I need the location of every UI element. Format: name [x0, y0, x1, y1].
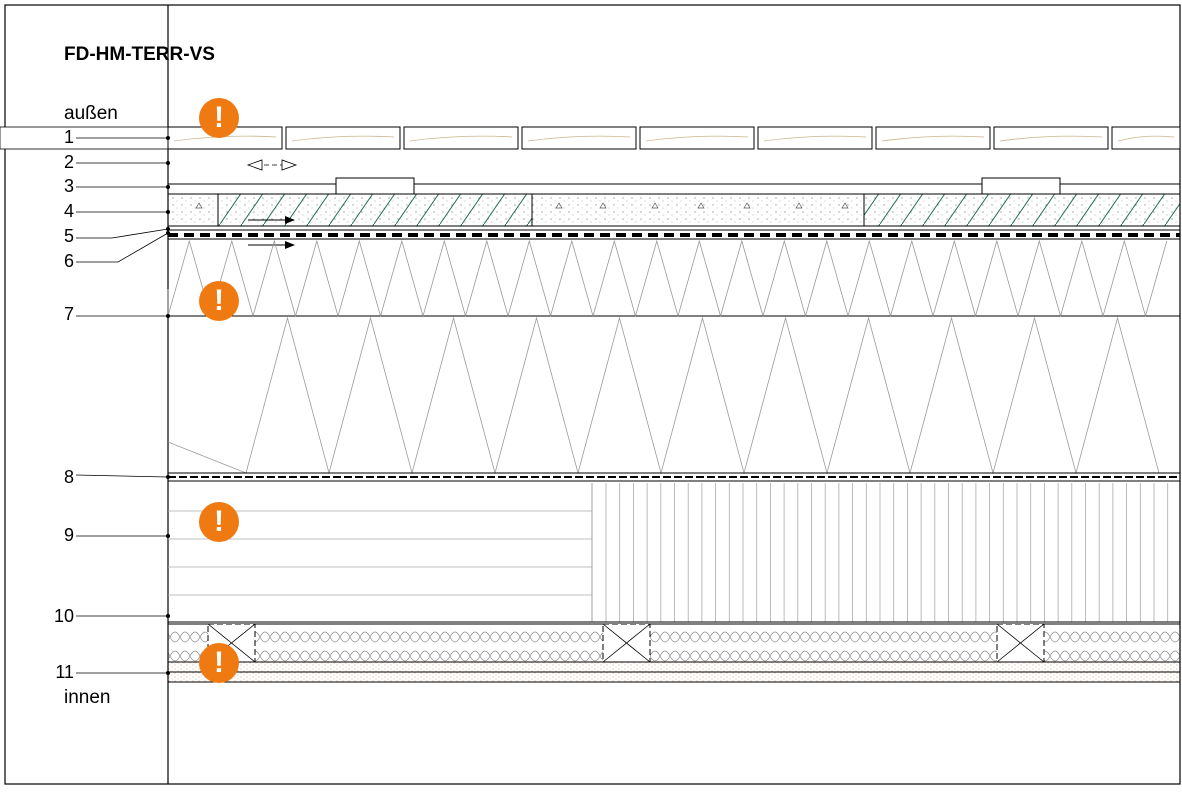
warning-icon[interactable]: ! [199, 643, 239, 683]
layer-9-timber-deck [168, 483, 1180, 623]
layer-number-9: 9 [63, 525, 74, 545]
layer-number-4: 4 [63, 201, 74, 221]
layer-number-10: 10 [53, 606, 74, 626]
drawing-frame [4, 4, 1181, 785]
inside-label: innen [64, 687, 111, 708]
layer-2-ventilation-arrows [246, 159, 298, 171]
warning-icon[interactable]: ! [199, 502, 239, 542]
layer-1-deck-boards [0, 126, 1181, 150]
layer-number-1: 1 [63, 127, 74, 147]
drawing-title: FD-HM-TERR-VS [64, 44, 215, 65]
layer-number-11: 11 [55, 662, 74, 682]
layer-number-3: 3 [63, 176, 74, 196]
layer-11-lining [167, 661, 1181, 683]
layer-4-slab-gravel [167, 193, 1181, 227]
layer-number-5: 5 [63, 226, 74, 246]
leader-lines [75, 136, 170, 675]
layer-number-6: 6 [63, 251, 74, 271]
layer-5-6-membranes [168, 229, 1180, 249]
layer-10-installation [167, 623, 1181, 663]
layer-8-vapour-barrier [168, 472, 1180, 482]
layer-7-insulation [167, 239, 1180, 475]
layer-number-8: 8 [63, 467, 74, 487]
outside-label: außen [64, 103, 118, 124]
layer-number-7: 7 [63, 304, 74, 324]
warning-icon[interactable]: ! [199, 98, 239, 138]
layer-number-2: 2 [63, 152, 74, 172]
warning-icon[interactable]: ! [199, 281, 239, 321]
layer-3-support-pads [168, 177, 1180, 195]
